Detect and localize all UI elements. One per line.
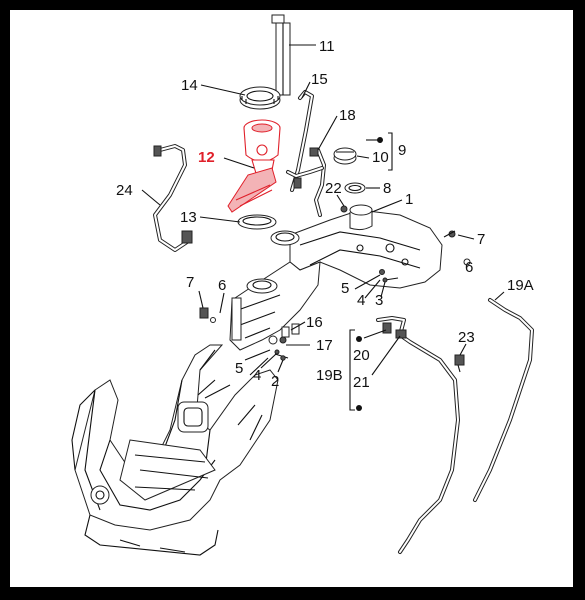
part-19a-hose <box>473 298 534 502</box>
part-11-level-sender <box>271 14 291 96</box>
callout-labels: 11 14 15 18 12 24 13 9 10 22 8 1 7 6 7 6… <box>116 38 534 391</box>
callout-7-left: 7 <box>186 274 194 291</box>
callout-15: 15 <box>311 71 328 88</box>
callout-19b: 19B <box>316 367 343 384</box>
callout-14: 14 <box>181 77 198 94</box>
callout-2: 2 <box>271 373 279 390</box>
callout-5-lower: 5 <box>235 360 243 377</box>
callout-7-right: 7 <box>477 231 485 248</box>
leader-lines <box>141 44 505 376</box>
exploded-parts-diagram: 11 14 15 18 12 24 13 9 10 22 8 1 7 6 7 6… <box>71 14 534 556</box>
callout-23: 23 <box>458 329 475 346</box>
callout-12: 12 <box>198 149 215 166</box>
group-bracket-19b <box>349 137 383 411</box>
part-24-hose <box>153 144 193 252</box>
callout-11: 11 <box>319 38 335 55</box>
callout-16: 16 <box>306 314 323 331</box>
part-18-hose <box>286 147 326 217</box>
callout-6-right: 6 <box>465 259 473 276</box>
frame-chassis <box>71 344 279 556</box>
part-14-ring-nut <box>239 86 281 110</box>
part-10-filler-cap <box>333 147 357 165</box>
callout-24: 24 <box>116 182 133 199</box>
callout-22: 22 <box>325 180 342 197</box>
callout-1: 1 <box>405 191 413 208</box>
callout-18: 18 <box>339 107 356 124</box>
callout-13: 13 <box>180 209 197 226</box>
callout-4-upper: 4 <box>357 292 365 309</box>
callout-10: 10 <box>372 149 389 166</box>
callout-8: 8 <box>383 180 391 197</box>
part-19b-breather-hose <box>376 316 460 554</box>
part-13-gasket <box>237 214 277 230</box>
part-22-screw <box>340 205 348 213</box>
callout-20: 20 <box>353 347 370 364</box>
diagram-canvas: 11 14 15 18 12 24 13 9 10 22 8 1 7 6 7 6… <box>10 10 573 587</box>
callout-3: 3 <box>375 292 383 309</box>
callout-6-left: 6 <box>218 277 226 294</box>
callout-21: 21 <box>353 374 370 391</box>
group-bracket-9 <box>388 132 393 171</box>
part-8-seal <box>344 182 366 194</box>
callout-4-lower: 4 <box>253 367 261 384</box>
fasteners <box>199 230 471 361</box>
part-1-fuel-tank <box>229 204 443 351</box>
part-23-clip <box>454 354 465 373</box>
part-12-fuel-pump <box>227 119 281 213</box>
callout-19a: 19A <box>507 277 534 294</box>
callout-9: 9 <box>398 142 406 159</box>
callout-5-upper: 5 <box>341 280 349 297</box>
callout-17: 17 <box>316 337 333 354</box>
